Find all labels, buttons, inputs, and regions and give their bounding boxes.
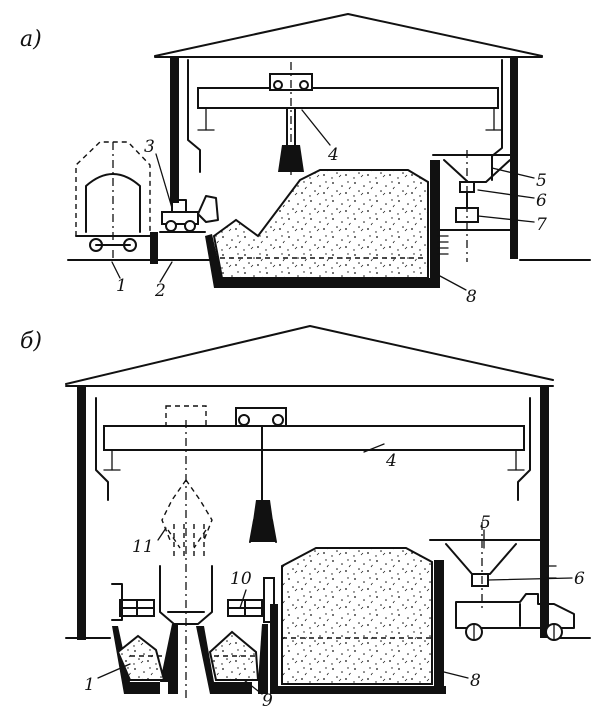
dump-truck: [455, 593, 575, 641]
left-wall-b: [77, 386, 86, 640]
crane-girder-b: [103, 425, 525, 451]
receiving-hopper-b: [159, 565, 213, 625]
callout-10-b: 10: [230, 569, 252, 589]
panel-a: а): [20, 13, 591, 307]
storage-pit-wall-left-b: [270, 604, 278, 694]
callout-4-a: 4: [327, 145, 339, 165]
callout-6-a: 6: [536, 191, 547, 211]
roof-a: [154, 13, 543, 57]
feeder-b: [471, 573, 489, 587]
material-heap-a: [212, 169, 429, 279]
callout-7-a: 7: [536, 215, 547, 235]
callout-3-a: 3: [144, 137, 155, 157]
receiving-hopper-a: [432, 154, 517, 183]
callout-8-b: 8: [470, 671, 481, 691]
callout-1-a: 1: [116, 276, 127, 296]
crane-column-left-b: [95, 397, 109, 501]
grab-bucket-a: [278, 145, 304, 172]
wagon-body: [85, 173, 141, 233]
crane-column-left-a: [187, 59, 201, 173]
callout-2-a: 2: [154, 281, 166, 301]
crane-column-right-b: [517, 397, 531, 501]
feeder-left-b: [111, 583, 155, 621]
crane-girder-a: [197, 87, 499, 109]
grab-bucket-b: [250, 500, 276, 542]
loading-hopper-b: [429, 539, 543, 575]
crane-trolley-ghost-b: [165, 405, 207, 427]
callout-1-b: 1: [84, 675, 95, 695]
panel-b-label: б): [20, 329, 42, 354]
callout-6-b: 6: [574, 569, 585, 589]
material-pile-1: [116, 634, 166, 681]
open-grab-11: [161, 479, 213, 556]
right-wall-b: [540, 386, 549, 638]
left-wall-a: [170, 57, 179, 203]
callout-5-b: 5: [480, 513, 491, 533]
callout-8-a: 8: [466, 287, 477, 307]
unloader-scoop: [197, 195, 219, 223]
feeder-right-b: [227, 577, 275, 623]
material-heap-b: [281, 547, 433, 685]
callout-11-b: 11: [132, 537, 154, 557]
right-wall-a: [510, 57, 518, 259]
trestle-support: [150, 232, 158, 264]
stairs-a: [437, 235, 449, 255]
pit-wall-left: [112, 626, 160, 694]
panel-a-label: а): [20, 27, 42, 52]
callout-4-b: 4: [385, 451, 397, 471]
wagon-clearance-outline: [75, 141, 151, 236]
callout-9-b: 9: [262, 691, 273, 711]
roof-b: [65, 325, 554, 385]
callout-5-a: 5: [536, 171, 547, 191]
panel-b: б): [20, 325, 591, 711]
